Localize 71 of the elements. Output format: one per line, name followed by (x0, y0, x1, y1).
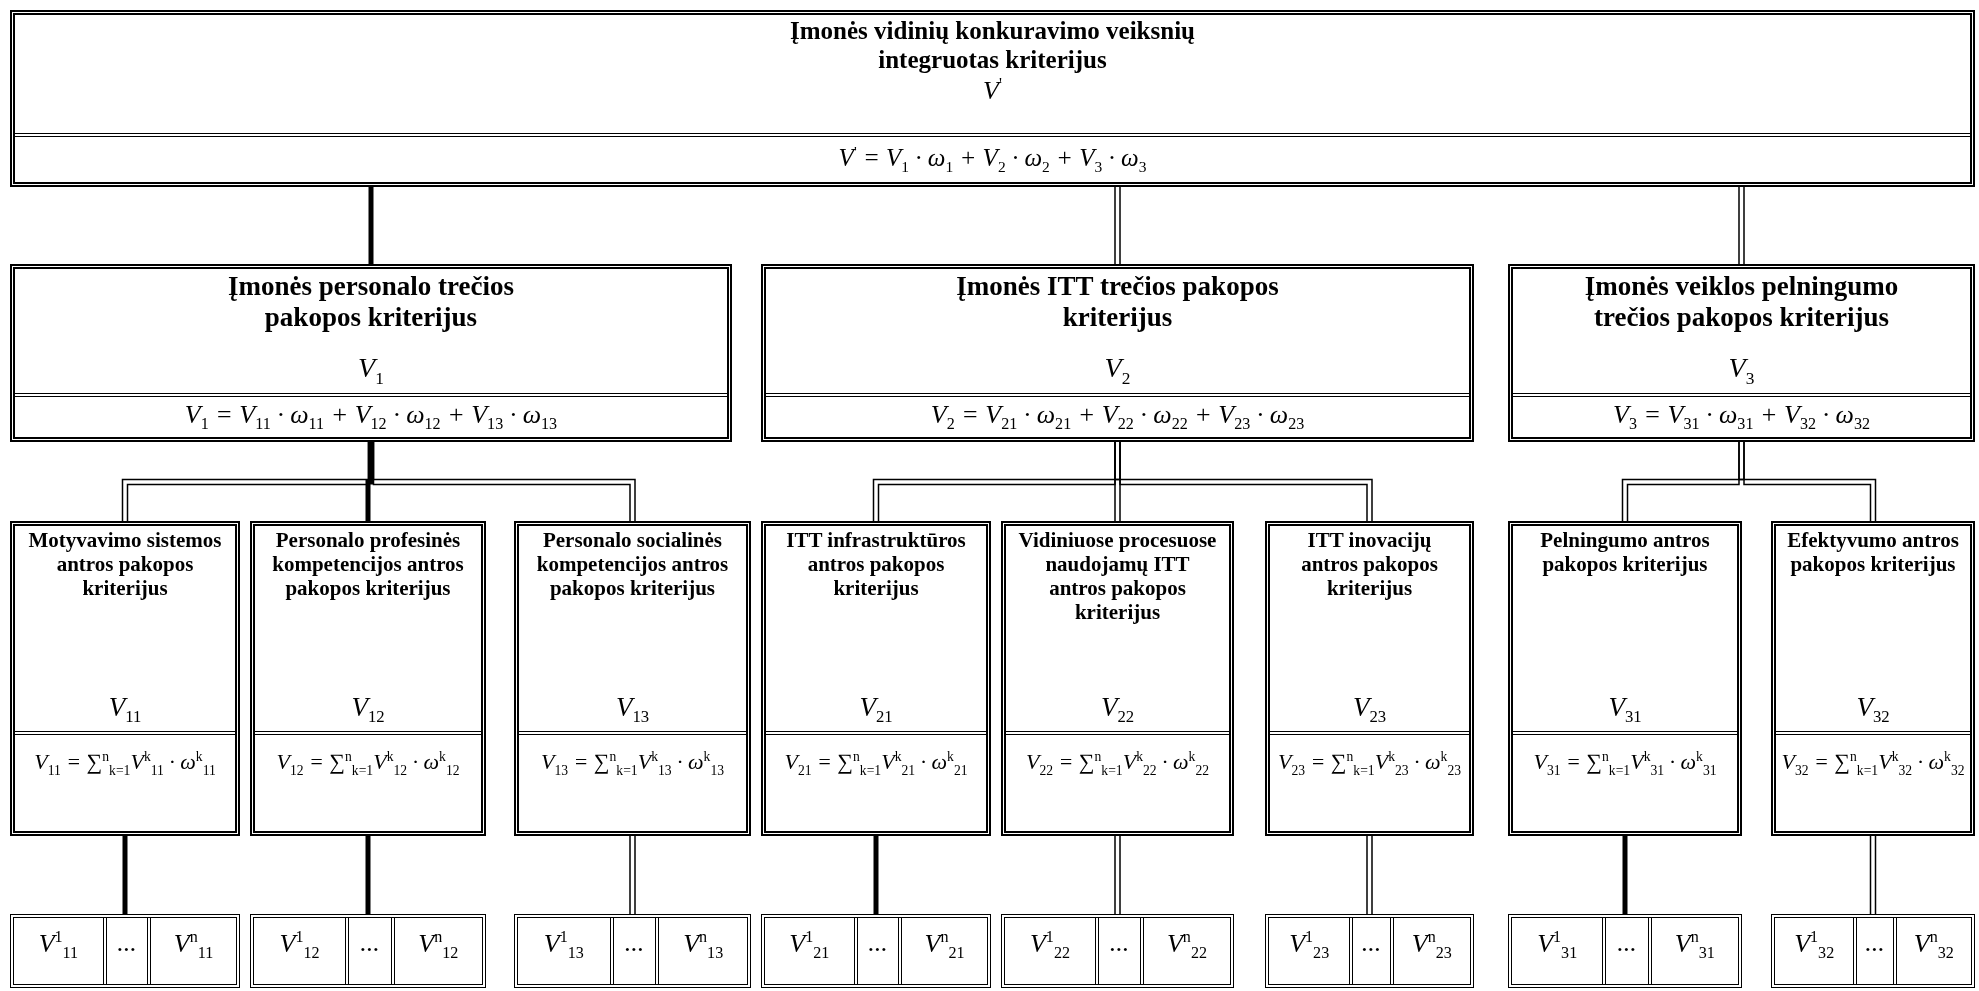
value-symbol: ... (1361, 928, 1382, 958)
criterion-symbol: V$_{32}$ (1856, 691, 1890, 727)
criterion-title: ITT infrastruktūros antros pakopos kriterijus (785, 528, 967, 601)
formula: V$^{'}$ = V$_{1}$ · ω$_{1}$ + V$_{2}$ · ω$_{2}$ + V$_{3}$ · ω$_{3}$ (838, 142, 1147, 177)
criterion-title: Personalo profesinės kompetencijos antros pakopos kriterijus (271, 528, 465, 601)
criterion-box (761, 264, 1474, 442)
criterion-box (1508, 264, 1975, 442)
criterion-title: Personalo socialinės kompetencijos antros pakopos kriterijus (535, 528, 730, 601)
formula: V$_{2}$ = V$_{21}$ · ω$_{21}$ + V$_{22}$ · ω$_{22}$ + V$_{23}$ · ω$_{23}$ (930, 400, 1305, 434)
connector-line (367, 441, 636, 522)
connector-line (1114, 835, 1121, 915)
criterion-title: Vidiniuose procesuose naudojamų ITT antros pakopos kriterijus (1017, 528, 1218, 625)
criterion-title: ITT inovacijų antros pakopos kriterijus (1300, 528, 1439, 601)
value-row-box (1771, 914, 1975, 988)
criterion-title: Motyvavimo sistemos antros pakopos kriterijus (27, 528, 223, 601)
criterion-symbol: V$_{2}$ (1104, 352, 1131, 389)
criterion-box (10, 10, 1975, 187)
criterion-box (1001, 521, 1234, 836)
criterion-box (1508, 521, 1742, 836)
connector-line (365, 442, 374, 521)
criterion-box (1265, 521, 1474, 836)
criterion-symbol: V$_{23}$ (1352, 691, 1387, 727)
value-symbol: ... (1865, 928, 1885, 958)
criterion-symbol: V$_{12}$ (351, 691, 385, 727)
value-row-box (514, 914, 751, 988)
connector-line (1366, 835, 1373, 915)
value-symbol: ... (624, 928, 645, 958)
criterion-title: Pelningumo antros pakopos kriterijus (1539, 528, 1711, 577)
criterion-title: Įmonės personalo trečios pakopos kriterijus (227, 271, 515, 334)
criterion-symbol: V$_{11}$ (108, 691, 142, 727)
connector-line (629, 835, 636, 915)
criterion-box (1771, 521, 1975, 836)
criterion-title: Įmonės veiklos pelningumo trečios pakopos kriterijus (1583, 271, 1900, 334)
criterion-box (10, 521, 240, 836)
criterion-title: Įmonės vidinių konkuravimo veiksnių integruotas kriterijus (789, 17, 1196, 75)
connector-line (1738, 441, 1877, 522)
criterion-title: Efektyvumo antros pakopos kriterijus (1786, 528, 1960, 577)
criterion-box (250, 521, 486, 836)
connector-line (122, 836, 128, 914)
value-row-box (761, 914, 991, 988)
connector-line (1738, 186, 1745, 265)
value-symbol: ... (1109, 928, 1130, 958)
value-symbol: ... (868, 928, 888, 958)
value-symbol: ... (117, 928, 137, 958)
value-row-box (1001, 914, 1234, 988)
criterion-symbol: V$_{1}$ (358, 352, 384, 389)
value-row-box (1265, 914, 1474, 988)
criterion-symbol: V$_{3}$ (1728, 352, 1755, 389)
formula: V$_{1}$ = V$_{11}$ · ω$_{11}$ + V$_{12}$ · ω$_{12}$ + V$_{13}$ · ω$_{13}$ (184, 400, 558, 434)
criterion-title: Įmonės ITT trečios pakopos kriterijus (955, 271, 1280, 334)
criterion-symbol: V$_{21}$ (859, 691, 893, 727)
formula: V$_{3}$ = V$_{31}$ · ω$_{31}$ + V$_{32}$ · ω$_{32}$ (1613, 400, 1870, 434)
criterion-box (10, 264, 732, 442)
value-row-box (250, 914, 486, 988)
connector-line (368, 187, 374, 264)
value-symbol: ... (360, 928, 380, 958)
connector-line (365, 836, 371, 914)
criterion-symbol: V$_{31}$ (1608, 691, 1642, 727)
connector-line (873, 836, 879, 914)
connector-line (1114, 186, 1121, 265)
connector-line (1622, 836, 1628, 914)
criterion-symbol: V$_{22}$ (1100, 691, 1135, 727)
criterion-symbol: V$_{13}$ (615, 691, 650, 727)
connector-line (1869, 835, 1877, 915)
criterion-box (761, 521, 991, 836)
value-row-box (1508, 914, 1742, 988)
value-symbol: ... (1617, 928, 1637, 958)
connector-line (1114, 441, 1373, 522)
value-row-box (10, 914, 240, 988)
criterion-box (514, 521, 751, 836)
criterion-symbol: V$^{'}$ (983, 74, 1002, 106)
